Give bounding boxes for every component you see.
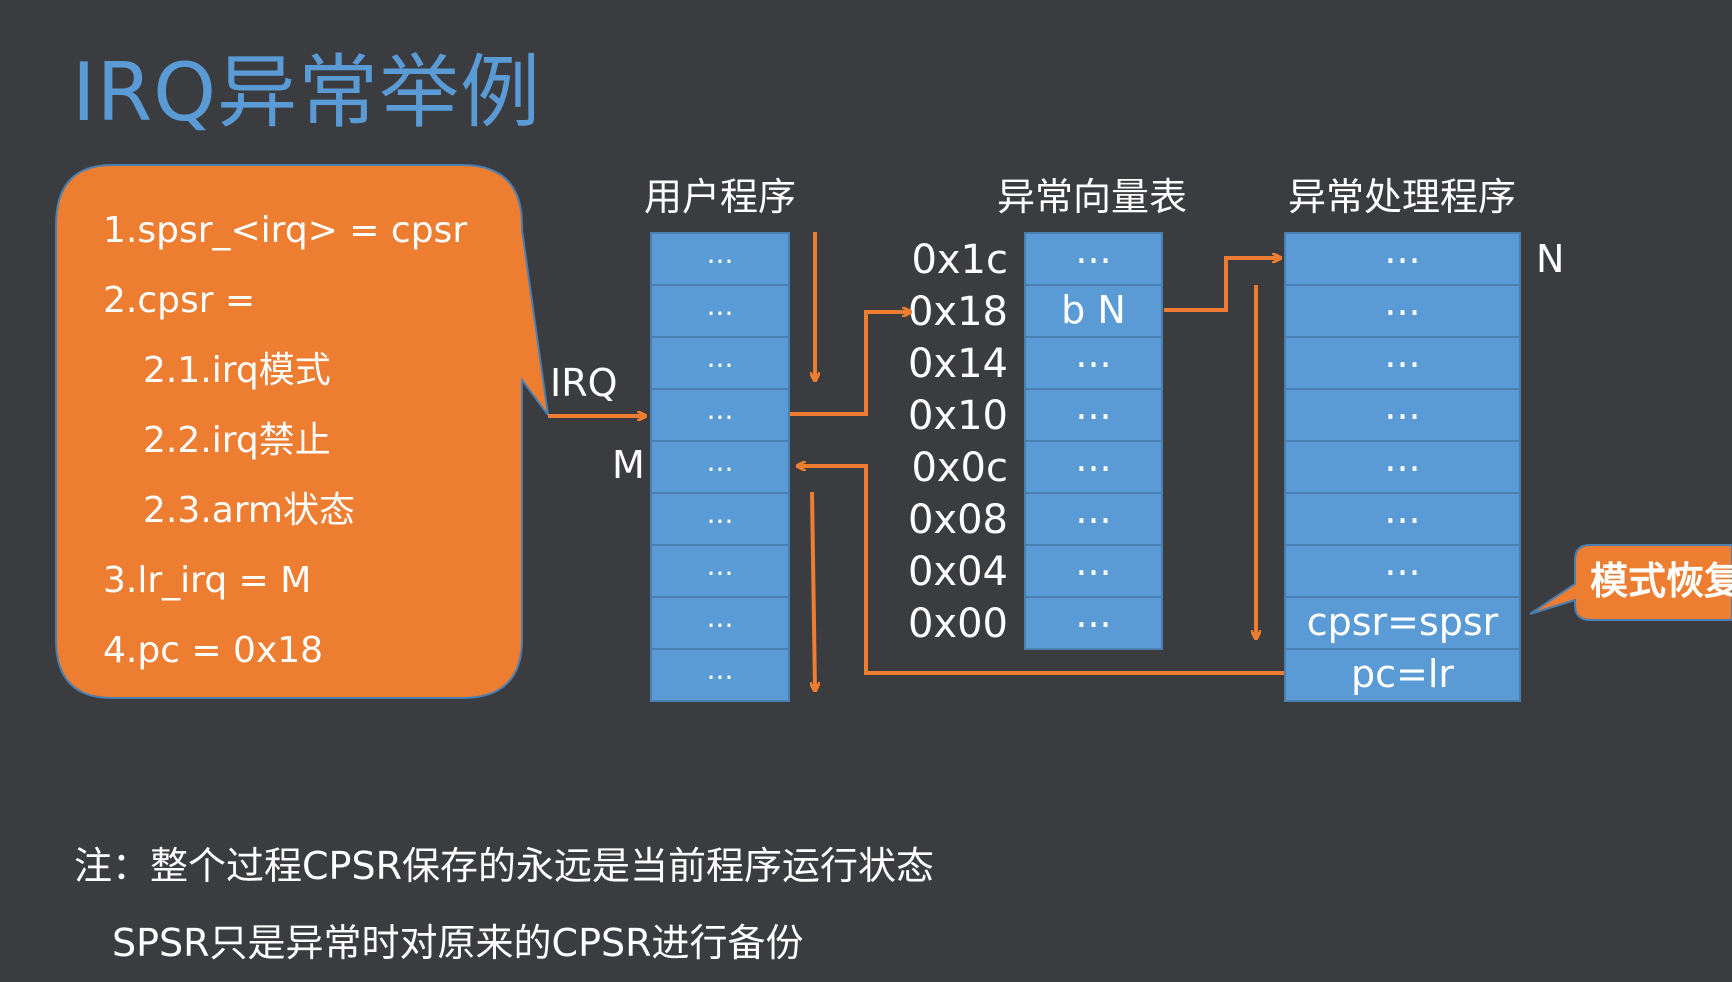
stack-cell bbox=[650, 440, 790, 494]
note-line-2: SPSR只是异常时对原来的CPSR进行备份 bbox=[112, 921, 804, 965]
stack-cell-text: ... bbox=[1075, 384, 1111, 428]
stack-cell-text: cpsr=spsr bbox=[1307, 600, 1499, 644]
stack-cell-text: b N bbox=[1061, 288, 1126, 332]
stack-cell bbox=[650, 336, 790, 390]
stack-cell-text: ... bbox=[707, 393, 734, 426]
stack-cell-text: ... bbox=[1384, 436, 1420, 480]
side-callout-text: 模式恢复 bbox=[1590, 559, 1732, 603]
vector-address: 0x04 bbox=[908, 549, 1008, 595]
stack-cell-text: ... bbox=[1075, 332, 1111, 376]
stack-cell-text: ... bbox=[707, 497, 734, 530]
vector-address: 0x14 bbox=[908, 341, 1008, 387]
stack-cell-text: ... bbox=[1384, 540, 1420, 584]
callout-line: 2.cpsr = bbox=[103, 280, 255, 321]
stack-cell bbox=[1024, 388, 1163, 442]
callout-line: 4.pc = 0x18 bbox=[103, 630, 323, 671]
user-flow-arrow-bottom bbox=[812, 491, 815, 690]
vector-table-header: 异常向量表 bbox=[997, 175, 1187, 219]
vector-address: 0x08 bbox=[908, 497, 1008, 543]
handler-entry-label: N bbox=[1536, 237, 1564, 281]
stack-cell bbox=[1284, 596, 1521, 650]
callout-line: 2.3.arm状态 bbox=[143, 490, 355, 531]
callout-line: 1.spsr_<irq> = cpsr bbox=[103, 210, 467, 251]
stack-cell-text: ... bbox=[1384, 384, 1420, 428]
stack-cell-text: ... bbox=[707, 445, 734, 478]
stack-cell-text: ... bbox=[1075, 228, 1111, 272]
stack-cell bbox=[650, 492, 790, 546]
callout-bubble bbox=[55, 164, 549, 699]
stack-cell bbox=[1024, 544, 1163, 598]
stack-cell bbox=[1284, 388, 1521, 442]
stack-cell-text: ... bbox=[1384, 488, 1420, 532]
irq-label: IRQ bbox=[550, 361, 618, 405]
stack-cell bbox=[1024, 440, 1163, 494]
user-program-header: 用户程序 bbox=[644, 175, 796, 219]
callout-line: 2.1.irq模式 bbox=[143, 350, 331, 391]
jump-to-vector-arrow bbox=[790, 312, 910, 416]
stack-cell-text: ... bbox=[707, 549, 734, 582]
stack-cell bbox=[650, 284, 790, 338]
vector-address: 0x00 bbox=[908, 601, 1008, 647]
stack-cell-text: ... bbox=[1384, 228, 1420, 272]
stack-cell bbox=[1284, 492, 1521, 546]
stack-cell-text: ... bbox=[707, 653, 734, 686]
stack-cell-text: ... bbox=[707, 601, 734, 634]
stack-cell bbox=[1024, 596, 1163, 650]
stack-cell-text: ... bbox=[1384, 332, 1420, 376]
stack-cell bbox=[650, 232, 790, 286]
stack-cell bbox=[1024, 492, 1163, 546]
stack-cell bbox=[650, 648, 790, 702]
stack-cell bbox=[1024, 284, 1163, 338]
jump-to-handler-arrow bbox=[1164, 258, 1280, 312]
stack-cell bbox=[1284, 440, 1521, 494]
stack-cell bbox=[1024, 336, 1163, 390]
callout-text-group: 1.spsr_<irq> = cpsr 2.cpsr = 2.1.irq模式 2.2.… bbox=[103, 210, 467, 671]
stack-cell bbox=[650, 544, 790, 598]
callout-line: 2.2.irq禁止 bbox=[143, 420, 331, 461]
stack-cell-text: ... bbox=[1075, 488, 1111, 532]
stack-cell bbox=[1284, 544, 1521, 598]
vector-address: 0x1c bbox=[911, 237, 1008, 283]
vector-address-labels: 0x1c 0x18 0x14 0x10 0x0c 0x08 0x04 0x00 bbox=[908, 237, 1008, 647]
stack-cell-text: pc=lr bbox=[1351, 652, 1454, 696]
stack-cell bbox=[1284, 648, 1521, 702]
return-marker-label: M bbox=[612, 443, 645, 487]
callout-line: 3.lr_irq = M bbox=[103, 560, 311, 601]
stack-cell-text: ... bbox=[707, 341, 734, 374]
handler-stack: ..................... cpsr=spsr pc=lr bbox=[1284, 228, 1521, 702]
vector-address: 0x0c bbox=[911, 445, 1008, 491]
stack-cell bbox=[650, 596, 790, 650]
vector-address: 0x18 bbox=[908, 289, 1008, 335]
stack-cell bbox=[1284, 232, 1521, 286]
vector-table-stack: ...b N.................. bbox=[1024, 228, 1163, 650]
stack-cell-text: ... bbox=[707, 237, 734, 270]
stack-cell bbox=[1284, 284, 1521, 338]
stack-cell-text: ... bbox=[1075, 436, 1111, 480]
stack-cell-text: ... bbox=[1075, 592, 1111, 636]
return-arrow bbox=[798, 466, 1284, 675]
user-program-stack: ........................... bbox=[650, 232, 790, 702]
stack-cell-text: ... bbox=[707, 289, 734, 322]
stack-cell bbox=[1284, 336, 1521, 390]
page-title: IRQ异常举例 bbox=[72, 46, 542, 139]
vector-address: 0x10 bbox=[908, 393, 1008, 439]
handler-header: 异常处理程序 bbox=[1288, 175, 1516, 219]
stack-cell bbox=[1024, 232, 1163, 286]
stack-cell-text: ... bbox=[1075, 540, 1111, 584]
stack-cell bbox=[650, 388, 790, 442]
stack-cell-text: ... bbox=[1384, 280, 1420, 324]
side-callout-bubble bbox=[1529, 544, 1732, 621]
note-line-1: 注：整个过程CPSR保存的永远是当前程序运行状态 bbox=[74, 844, 934, 888]
